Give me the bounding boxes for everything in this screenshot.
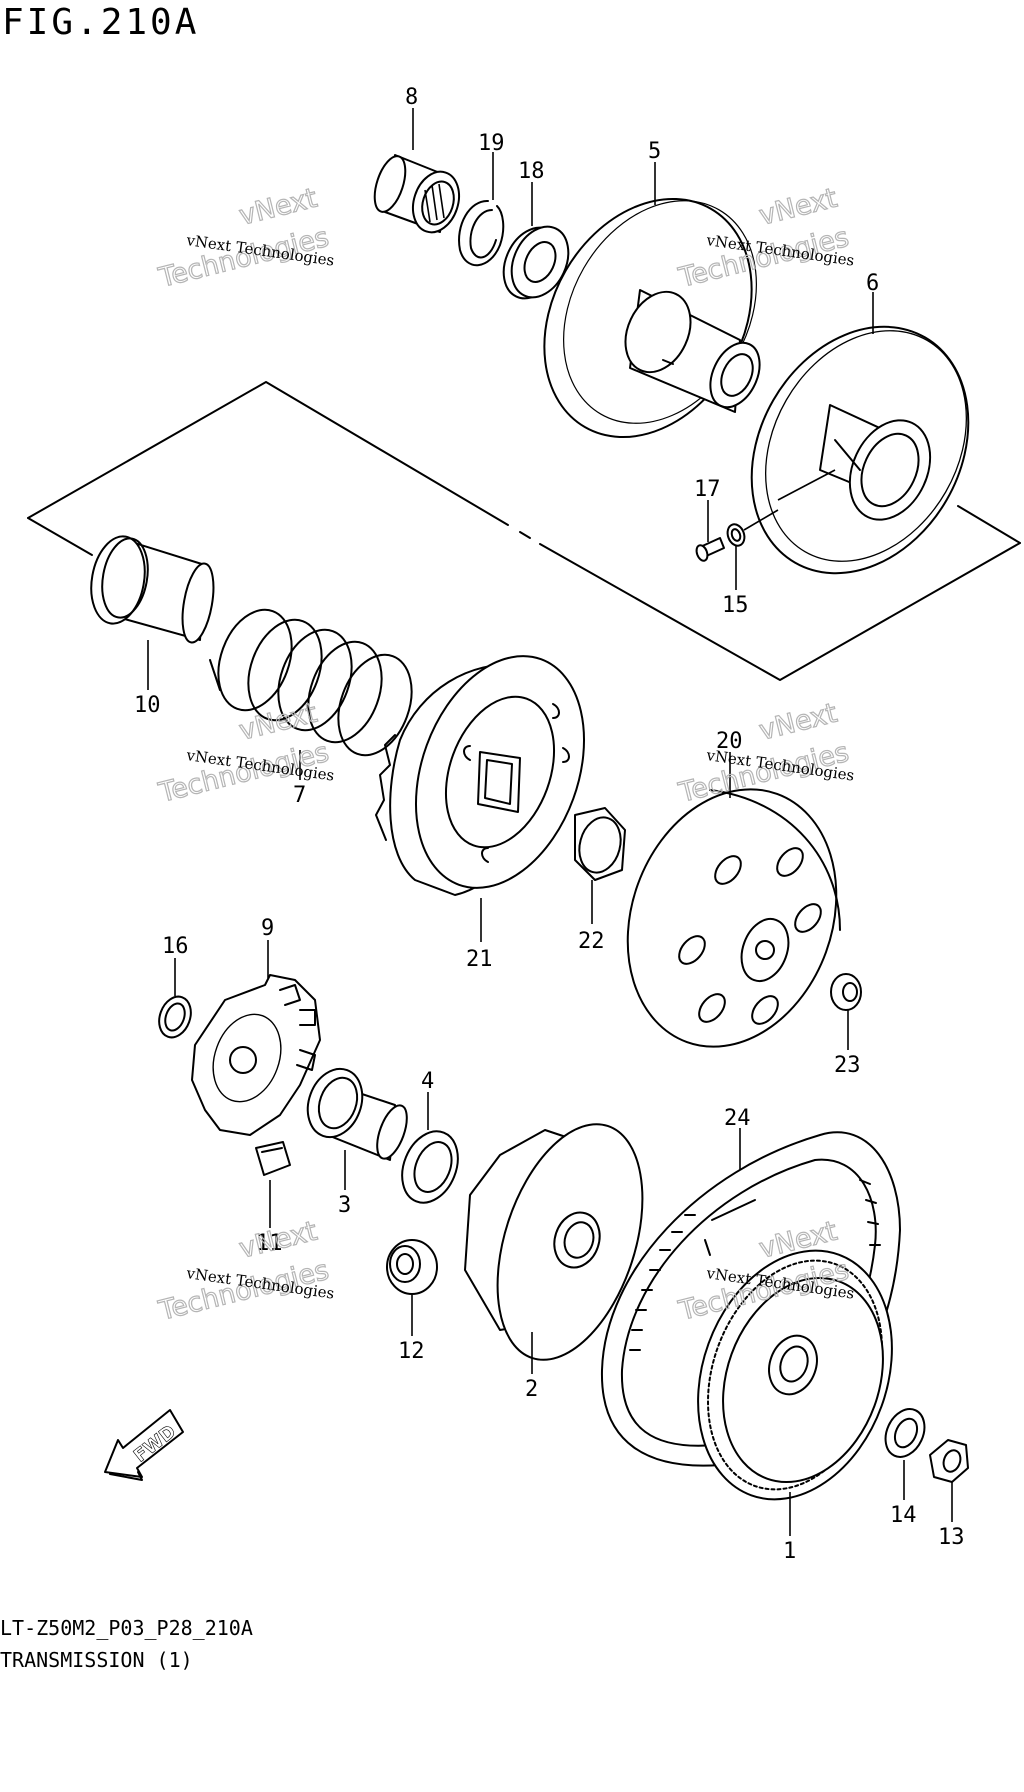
callout-12: 12 xyxy=(398,1339,425,1364)
leader-lines xyxy=(147,108,953,1536)
callout-19: 19 xyxy=(478,131,505,156)
group-frame-right xyxy=(539,542,1021,681)
part-15-washer xyxy=(726,509,779,547)
part-6-face-plate xyxy=(750,325,970,575)
callout-4: 4 xyxy=(421,1069,434,1094)
part-1-driven-pulley xyxy=(697,1249,893,1501)
svg-text:vNext: vNext xyxy=(236,698,320,747)
fwd-arrow-icon: FWD xyxy=(104,1409,184,1481)
callout-9: 9 xyxy=(261,916,274,941)
part-10-sleeve xyxy=(90,535,215,644)
part-5-drive-face xyxy=(543,197,761,439)
callout-3: 3 xyxy=(338,1193,351,1218)
part-8-needle-bearing xyxy=(373,154,461,234)
callout-20: 20 xyxy=(716,729,743,754)
callout-labels: 8 19 18 5 6 17 15 10 7 20 21 22 16 9 23 … xyxy=(134,85,965,1564)
part-16-washer xyxy=(158,995,192,1039)
group-frame xyxy=(27,381,509,526)
svg-text:vNext: vNext xyxy=(756,183,840,232)
callout-2: 2 xyxy=(525,1377,538,1402)
part-17-pin xyxy=(695,537,725,562)
part-4-spacer xyxy=(401,1130,459,1204)
part-13-nut xyxy=(929,1439,969,1483)
watermark-bottom-left: vNext Technologies vNext Technologies xyxy=(155,1215,336,1328)
part-7-spring xyxy=(209,608,413,757)
part-14-washer xyxy=(884,1408,926,1458)
callout-14: 14 xyxy=(890,1503,917,1528)
callout-7: 7 xyxy=(293,783,306,808)
callout-13: 13 xyxy=(938,1525,965,1550)
part-9-ramp-plate xyxy=(191,974,321,1136)
diagram-code: LT-Z50M2_P03_P28_210A xyxy=(0,1616,253,1640)
part-23-nut xyxy=(830,973,862,1011)
callout-6: 6 xyxy=(866,271,879,296)
part-3-collar xyxy=(306,1067,408,1161)
callout-23: 23 xyxy=(834,1053,861,1078)
callout-5: 5 xyxy=(648,139,661,164)
part-11-slider xyxy=(255,1141,291,1176)
part-21-clutch-assembly xyxy=(375,655,586,896)
group-frame-left xyxy=(27,517,93,556)
callout-10: 10 xyxy=(134,693,161,718)
callout-17: 17 xyxy=(694,477,721,502)
callout-24: 24 xyxy=(724,1106,751,1131)
part-2-driven-face xyxy=(464,1123,644,1361)
callout-15: 15 xyxy=(722,593,749,618)
watermark-mid-left: vNext Technologies vNext Technologies xyxy=(155,697,336,810)
part-20-clutch-housing xyxy=(626,788,841,1048)
section-title: TRANSMISSION (1) xyxy=(0,1648,193,1672)
svg-text:vNext: vNext xyxy=(236,1216,320,1265)
callout-21: 21 xyxy=(466,947,493,972)
group-frame-dash xyxy=(519,531,531,539)
part-18-bearing xyxy=(502,225,570,300)
part-22-nut xyxy=(574,807,626,881)
watermark-top-left: vNext Technologies vNext Technologies xyxy=(155,182,336,295)
svg-text:vNext: vNext xyxy=(236,183,320,232)
callout-1: 1 xyxy=(783,1539,796,1564)
callout-18: 18 xyxy=(518,159,545,184)
callout-11: 11 xyxy=(256,1231,283,1256)
callout-16: 16 xyxy=(162,934,189,959)
part-12-bushing xyxy=(386,1239,438,1295)
part-19-circlip xyxy=(458,199,505,267)
callout-22: 22 xyxy=(578,929,605,954)
figure-title: FIG.210A xyxy=(2,2,200,43)
callout-8: 8 xyxy=(405,85,418,110)
group-frame-top-right xyxy=(957,505,1021,544)
svg-text:vNext: vNext xyxy=(756,698,840,747)
